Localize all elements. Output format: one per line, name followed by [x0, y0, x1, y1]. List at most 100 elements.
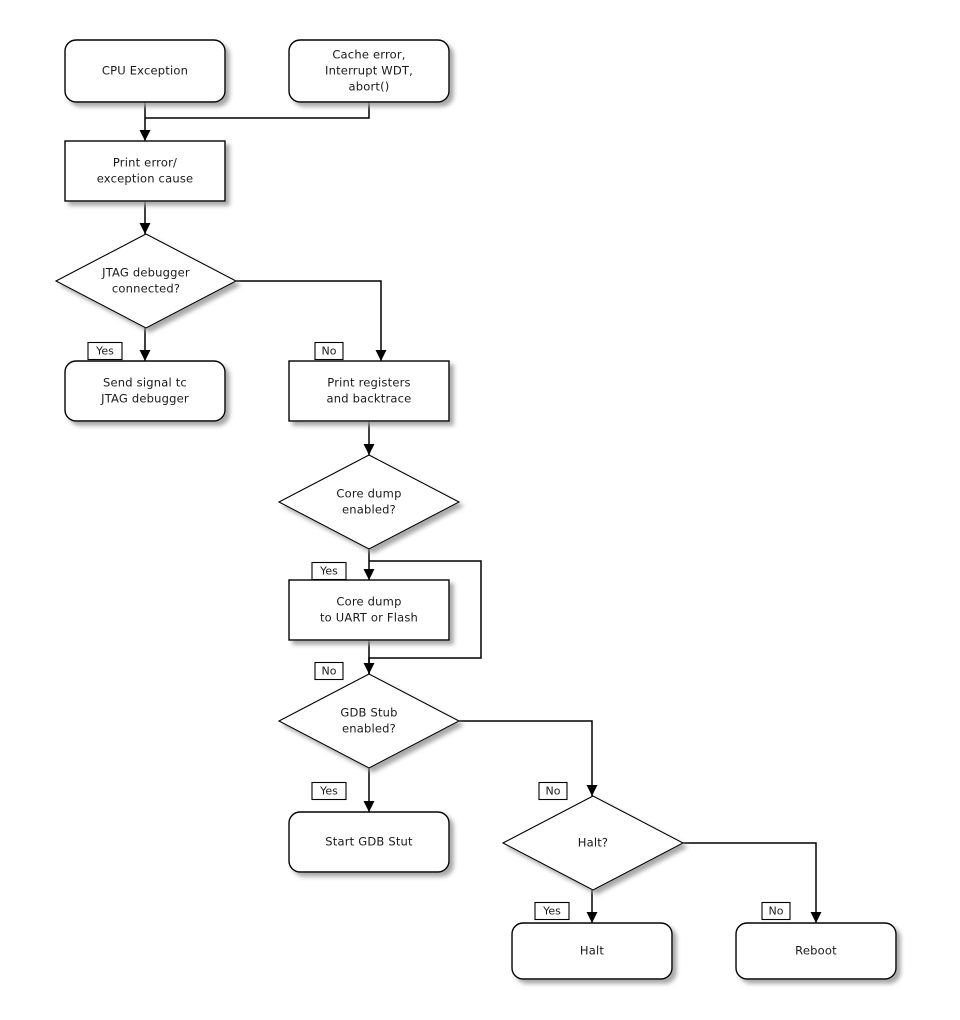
node-label: abort(): [349, 80, 390, 94]
node-cpu-exception[interactable]: CPU Exception: [64, 39, 226, 103]
edge-label-box: [534, 901, 570, 921]
edge-label-box: [311, 561, 347, 581]
node-label: Print registers: [327, 376, 410, 390]
nodes-layer: CPU Exception Cache error, Interrupt WDT, a…: [54, 39, 897, 980]
arrowhead-icon: [139, 350, 151, 361]
edge-label-text: No: [769, 905, 784, 918]
node-label: CPU Exception: [102, 64, 188, 78]
node-send-signal[interactable]: Send signal tc JTAG debugger: [64, 360, 226, 422]
node-label: Reboot: [795, 944, 837, 958]
node-halt-decision[interactable]: Halt?: [501, 795, 685, 891]
arrowhead-icon: [139, 130, 151, 141]
node-shape-diamond: [277, 454, 461, 550]
edge-label-jtag-yes: Yes: [87, 341, 123, 361]
edge-jtag-yes: [139, 328, 151, 361]
edge-cpu-to-print: [139, 102, 151, 141]
edge-label-text: Yes: [319, 565, 338, 578]
node-label: enabled?: [342, 722, 396, 736]
edge-halt-yes: [586, 890, 598, 923]
node-label: Halt: [580, 944, 604, 958]
node-shape-rounded-rect: [64, 39, 226, 103]
node-shape-diamond: [277, 673, 461, 769]
arrowhead-icon: [375, 350, 387, 361]
arrowhead-icon: [363, 444, 375, 455]
edge-label-text: No: [322, 345, 337, 358]
edge-label-halt-yes: Yes: [534, 901, 570, 921]
edge-label-box: [314, 661, 344, 681]
node-print-registers[interactable]: Print registers and backtrace: [288, 360, 450, 422]
edge-path: [459, 720, 593, 796]
arrowhead-icon: [139, 223, 151, 234]
node-reboot[interactable]: Reboot: [735, 922, 897, 980]
node-cache-error[interactable]: Cache error, Interrupt WDT, abort(): [288, 39, 450, 103]
node-label: connected?: [112, 282, 180, 296]
node-label: to UART or Flash: [320, 611, 418, 625]
node-shape-rect: [288, 360, 450, 422]
edge-coredump-yes: [363, 549, 375, 580]
edge-label-box: [538, 781, 568, 801]
edge-label-box: [311, 781, 347, 801]
node-label: Print error/: [113, 156, 177, 170]
node-jtag-connected[interactable]: JTAG debugger connected?: [54, 233, 238, 329]
edge-label-box: [314, 341, 344, 361]
edge-label-text: No: [546, 785, 561, 798]
edge-label-gdbstub-yes: Yes: [311, 781, 347, 801]
node-start-gdbstub[interactable]: Start GDB Stut: [288, 811, 450, 873]
node-label: exception cause: [97, 172, 194, 186]
node-shape-rect: [288, 579, 450, 641]
edge-jtag-no: [236, 280, 387, 361]
arrowhead-icon: [363, 801, 375, 812]
node-label: Interrupt WDT,: [325, 64, 413, 78]
edge-label-jtag-no: No: [314, 341, 344, 361]
node-label: JTAG debugger: [101, 266, 190, 280]
node-gdbstub-enabled[interactable]: GDB Stub enabled?: [277, 673, 461, 769]
edge-gdbstub-no: [459, 720, 598, 796]
edge-cache-to-print: [145, 102, 370, 119]
node-shape-rounded-rect: [288, 39, 450, 103]
edge-registers-to-coredump: [363, 421, 375, 455]
node-coredump-enabled[interactable]: Core dump enabled?: [277, 454, 461, 550]
edge-label-coredump-no: No: [314, 661, 344, 681]
node-label: Send signal tc: [103, 376, 187, 390]
edge-path: [236, 280, 382, 361]
node-label: Start GDB Stut: [325, 835, 413, 849]
edge-print-to-jtag: [139, 201, 151, 234]
node-halt[interactable]: Halt: [511, 922, 673, 980]
edge-label-halt-no: No: [761, 901, 791, 921]
edges-layer: [139, 102, 822, 923]
edge-path: [145, 102, 370, 119]
edge-label-coredump-yes: Yes: [311, 561, 347, 581]
edge-label-text: No: [322, 665, 337, 678]
edge-label-text: Yes: [319, 785, 338, 798]
node-shape-rounded-rect: [511, 922, 673, 980]
node-shape-rounded-rect: [288, 811, 450, 873]
node-label: GDB Stub: [340, 706, 397, 720]
node-label: enabled?: [342, 503, 396, 517]
edge-path: [683, 842, 817, 923]
edge-gdbstub-yes: [363, 768, 375, 812]
node-print-error[interactable]: Print error/exception cause: [64, 140, 226, 202]
node-shape-rect: [64, 140, 226, 202]
edge-label-gdbstub-no: No: [538, 781, 568, 801]
node-label: Core dump: [336, 487, 401, 501]
node-shape-rounded-rect: [64, 360, 226, 422]
arrowhead-icon: [810, 912, 822, 923]
edge-label-text: Yes: [95, 345, 114, 358]
arrowhead-icon: [363, 569, 375, 580]
node-label: and backtrace: [327, 392, 412, 406]
arrowhead-icon: [586, 912, 598, 923]
edge-halt-no: [683, 842, 822, 923]
edge-label-text: Yes: [542, 905, 561, 918]
node-shape-diamond: [54, 233, 238, 329]
node-coredump-write[interactable]: Core dump to UART or Flash: [288, 579, 450, 641]
node-shape-rounded-rect: [735, 922, 897, 980]
node-label: JTAG debugger: [100, 392, 189, 406]
node-label: Core dump: [336, 595, 401, 609]
node-label: Halt?: [578, 836, 609, 850]
edge-label-box: [761, 901, 791, 921]
arrowhead-icon: [586, 785, 598, 796]
node-label: Cache error,: [332, 48, 405, 62]
